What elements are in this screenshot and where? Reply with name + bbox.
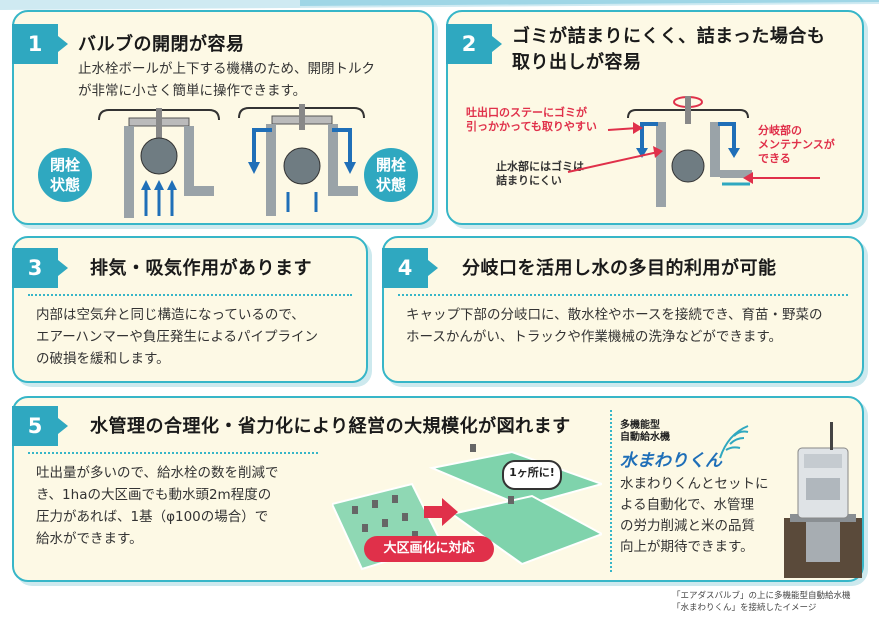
panel-body: 止水栓ボールが上下する機構のため、開閉トルク が非常に小さく簡単に操作できます。 bbox=[78, 61, 375, 99]
auto-water-device-photo bbox=[784, 422, 862, 578]
panel-title: 排気・吸気作用があります bbox=[90, 258, 312, 279]
image-caption: 「エアダスバルブ」の上に多機能型自動給水機 「水まわりくん」を接続したイメージ bbox=[672, 591, 851, 613]
rice-icon bbox=[719, 425, 749, 459]
panel-title: 水管理の合理化・省力化により経営の大規模化が図れます bbox=[90, 416, 571, 437]
panel-valve-operation: 1 バルブの開閉が容易 止水栓ボールが上下する機構のため、開閉トルク が非常に小… bbox=[12, 10, 434, 225]
divider bbox=[398, 294, 848, 296]
debris-valve-illustration bbox=[627, 96, 752, 207]
product-type: 多機能型 自動給水機 bbox=[620, 420, 670, 443]
panel-number: 4 bbox=[382, 248, 438, 288]
panel-number: 3 bbox=[12, 248, 68, 288]
one-location-bubble: 1ヶ所に! bbox=[502, 460, 562, 490]
note-branch: 分岐部の メンテナンスが できる bbox=[758, 124, 835, 165]
panel-number: 5 bbox=[12, 406, 68, 446]
panel-title: ゴミが詰まりにくく、詰まった場合も 取り出しが容易 bbox=[512, 26, 826, 73]
panel-air-valve: 3 排気・吸気作用があります 内部は空気弁と同じ構造になっているので、 エアーハ… bbox=[12, 236, 368, 383]
large-plot-banner: 大区画化に対応 bbox=[364, 536, 494, 562]
panel-body: 吐出量が多いので、給水栓の数を削減で き、1haの大区画でも動水頭2m程度の 圧… bbox=[36, 465, 279, 547]
product-body: 水まわりくんとセットに よる自動化で、水管理 の労力削減と米の品質 向上が期待で… bbox=[620, 476, 769, 555]
note-stop: 止水部にはゴミは 詰まりにくい bbox=[496, 160, 584, 187]
panel-debris: 2 ゴミが詰まりにくく、詰まった場合も 取り出しが容易 吐出口のステーにゴミが … bbox=[446, 10, 864, 225]
panel-management: 5 水管理の合理化・省力化により経営の大規模化が図れます 吐出量が多いので、給水… bbox=[12, 396, 864, 582]
panel-branch-outlet: 4 分岐口を活用し水の多目的利用が可能 キャップ下部の分岐口に、散水栓やホースを… bbox=[382, 236, 864, 383]
panel-body: 内部は空気弁と同じ構造になっているので、 エアーハンマーや負圧発生によるパイプラ… bbox=[36, 307, 319, 367]
divider bbox=[28, 452, 318, 454]
product-logo: 水まわりくん bbox=[620, 451, 722, 471]
valve-closed-illustration bbox=[98, 108, 220, 218]
vertical-divider bbox=[610, 410, 612, 572]
panel-number: 1 bbox=[12, 24, 68, 64]
divider bbox=[28, 294, 352, 296]
note-outlet: 吐出口のステーにゴミが 引っかかっても取りやすい bbox=[466, 106, 597, 133]
panel-number: 2 bbox=[446, 24, 502, 64]
panel-title: 分岐口を活用し水の多目的利用が可能 bbox=[462, 258, 777, 279]
panel-title: バルブの開閉が容易 bbox=[78, 34, 245, 55]
header-stripe bbox=[0, 0, 879, 10]
open-state-badge: 開栓状態 bbox=[364, 148, 418, 202]
pointer-lines bbox=[567, 122, 820, 184]
panel-body: キャップ下部の分岐口に、散水栓やホースを接続でき、育苗・野菜の ホースかんがい、… bbox=[406, 307, 823, 345]
closed-state-badge: 閉栓状態 bbox=[38, 148, 92, 202]
valve-open-illustration bbox=[238, 104, 365, 216]
